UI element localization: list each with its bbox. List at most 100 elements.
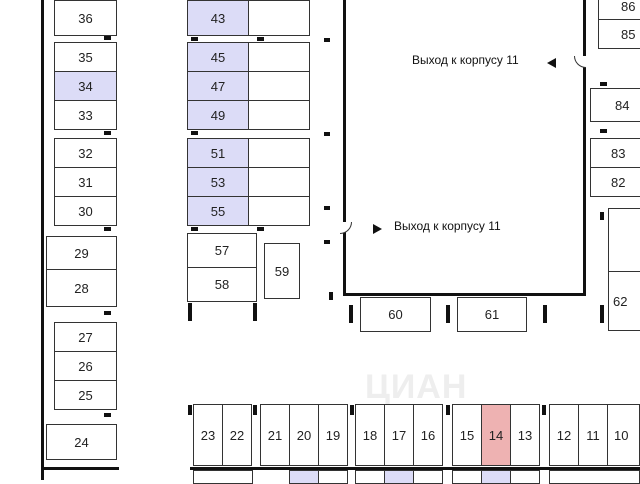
watermark-logo: ЦИАН [365,368,468,406]
parking-spot-19[interactable]: 19 [318,404,348,466]
parking-spot-22[interactable]: 22 [222,404,252,466]
parking-spot-86[interactable]: 86 [598,0,640,20]
parking-spot-17[interactable]: 17 [384,404,414,466]
pillar [188,303,192,321]
exit-arrow-left-icon [547,58,556,68]
pillar [188,405,192,415]
pillar [104,227,111,231]
parking-spot-26[interactable]: 26 [54,351,117,381]
parking-spot-20[interactable]: 20 [289,404,319,466]
pillar [257,37,264,41]
parking-spot-84[interactable]: 84 [590,88,640,122]
parking-spot-51-pair [248,138,310,168]
parking-spot-59[interactable]: 59 [264,243,300,299]
parking-spot-25[interactable]: 25 [54,380,117,410]
parking-spot-53[interactable]: 53 [187,167,249,197]
parking-spot-16[interactable]: 16 [413,404,443,466]
exit-label-top: Выход к корпусу 11 [412,53,519,67]
bottom-row-spot [549,470,640,484]
pillar [324,240,330,244]
exit-arrow-right-icon [373,224,382,234]
parking-spot-11[interactable]: 11 [578,404,608,466]
pillar [349,305,353,323]
bottom-row-spot [318,470,348,484]
pillar [600,82,607,86]
pillar [324,132,330,136]
parking-spot-49-pair [248,100,310,130]
parking-spot-60[interactable]: 60 [360,297,431,332]
pillar [600,212,604,220]
pillar [191,131,198,135]
parking-spot-62-upper [608,208,640,272]
pillar [253,405,257,415]
pillar [324,206,330,210]
pillar [350,405,354,415]
pillar [542,405,546,415]
parking-spot-82[interactable]: 82 [590,167,640,197]
parking-spot-85[interactable]: 85 [598,19,640,49]
pillar [191,227,198,231]
parking-spot-12[interactable]: 12 [549,404,579,466]
pillar [329,292,333,300]
bottom-row-spot [452,470,482,484]
bottom-row-spot [193,470,253,484]
parking-spot-47[interactable]: 47 [187,71,249,101]
pillar [600,129,607,133]
bottom-row-spot [413,470,443,484]
parking-spot-30[interactable]: 30 [54,196,117,226]
pillar [600,305,604,323]
parking-spot-27[interactable]: 27 [54,322,117,352]
parking-spot-57[interactable]: 57 [187,233,257,268]
parking-spot-36[interactable]: 36 [54,0,117,36]
parking-spot-14-selected[interactable]: 14 [481,404,511,466]
building-left-wall [343,0,346,296]
bottom-row-spot [289,470,319,484]
parking-spot-31[interactable]: 31 [54,167,117,197]
parking-spot-34[interactable]: 34 [54,71,117,101]
parking-spot-55-pair [248,196,310,226]
parking-spot-47-pair [248,71,310,101]
parking-spot-18[interactable]: 18 [355,404,385,466]
parking-spot-23[interactable]: 23 [193,404,223,466]
parking-spot-62[interactable]: 62 [608,271,640,331]
parking-spot-33[interactable]: 33 [54,100,117,130]
parking-spot-61[interactable]: 61 [457,297,527,332]
pillar [446,305,450,323]
exit-label-middle: Выход к корпусу 11 [394,219,501,233]
pillar [324,38,330,42]
pillar [104,311,111,315]
left-wall [41,0,44,480]
parking-spot-53-pair [248,167,310,197]
parking-spot-21[interactable]: 21 [260,404,290,466]
pillar [257,227,264,231]
parking-spot-43[interactable]: 43 [187,0,249,36]
building-right-wall [583,0,586,296]
parking-spot-35[interactable]: 35 [54,42,117,72]
exit-door-middle [340,222,352,234]
pillar [446,405,450,415]
parking-spot-58[interactable]: 58 [187,267,257,302]
bottom-row-spot [481,470,511,484]
bottom-row-spot [384,470,414,484]
parking-spot-49[interactable]: 49 [187,100,249,130]
pillar [543,305,547,323]
parking-spot-45-pair [248,42,310,72]
parking-spot-45[interactable]: 45 [187,42,249,72]
parking-spot-15[interactable]: 15 [452,404,482,466]
parking-spot-32[interactable]: 32 [54,138,117,168]
bottom-row-spot [355,470,385,484]
parking-spot-55[interactable]: 55 [187,196,249,226]
parking-spot-28[interactable]: 28 [46,269,117,307]
parking-spot-24[interactable]: 24 [46,424,117,460]
pillar [191,37,198,41]
parking-spot-10[interactable]: 10 [607,404,640,466]
parking-spot-51[interactable]: 51 [187,138,249,168]
parking-spot-13[interactable]: 13 [510,404,540,466]
pillar [104,36,111,40]
parking-spot-43-pair [248,0,310,36]
parking-spot-83[interactable]: 83 [590,138,640,168]
parking-spot-29[interactable]: 29 [46,236,117,270]
bottom-left-wall [41,467,119,470]
exit-door-top [574,56,586,68]
pillar [253,303,257,321]
